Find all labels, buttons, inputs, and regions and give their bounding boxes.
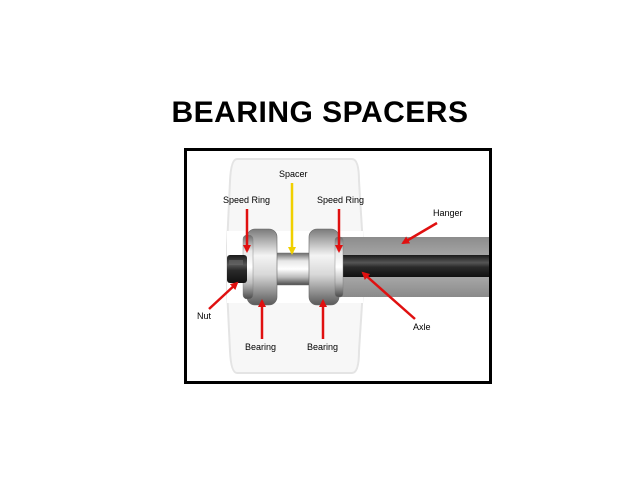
bearing-right-shape: [308, 228, 340, 306]
nut-arrow: [208, 281, 239, 310]
label-bearing-right: Bearing: [307, 342, 339, 352]
label-axle: Axle: [413, 322, 431, 332]
label-speed-ring-left: Speed Ring: [223, 195, 271, 205]
nut-shape: [227, 255, 247, 283]
page-title: BEARING SPACERS: [171, 96, 469, 129]
label-spacer: Spacer: [279, 169, 308, 179]
axle-arrow: [361, 271, 416, 320]
axle-shape: [317, 255, 489, 277]
bearing-diagram: [208, 158, 489, 374]
label-speed-ring-right: Speed Ring: [317, 195, 365, 205]
hanger-arrow: [401, 221, 438, 245]
label-bearing-left: Bearing: [245, 342, 277, 352]
label-hanger: Hanger: [433, 208, 463, 218]
diagram-frame: Spacer Speed Ring Speed Ring Hanger Nut …: [184, 148, 492, 384]
label-nut: Nut: [197, 311, 212, 321]
